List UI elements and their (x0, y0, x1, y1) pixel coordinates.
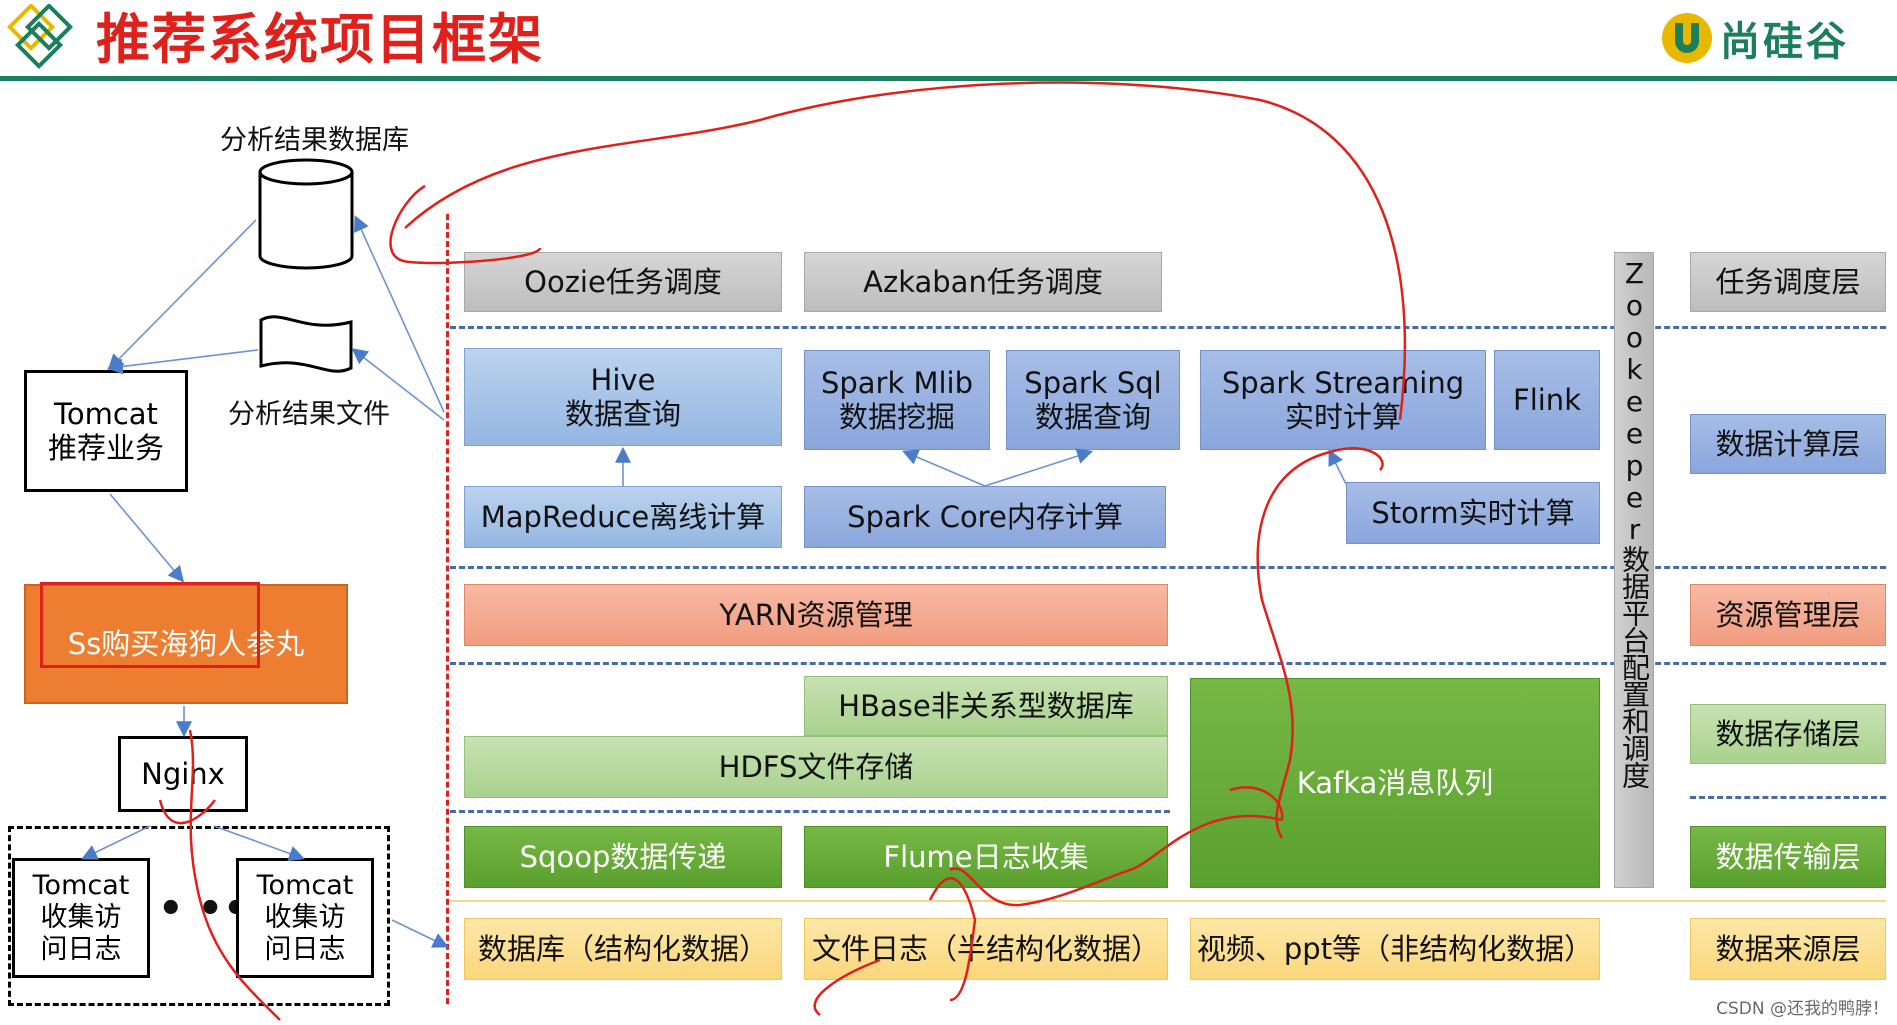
source-filelog-box: 文件日志（半结构化数据） (804, 918, 1168, 980)
layer-label-compute: 数据计算层 (1690, 414, 1886, 474)
yarn-box: YARN资源管理 (464, 584, 1168, 646)
header-logo (4, 2, 84, 76)
hdfs-box: HDFS文件存储 (464, 736, 1168, 798)
source-db-box: 数据库（结构化数据） (464, 918, 782, 980)
layer-label-source: 数据来源层 (1690, 918, 1886, 980)
file-label: 分析结果文件 (228, 399, 390, 430)
flink-box: Flink (1494, 350, 1600, 450)
source-video-box: 视频、ppt等（非结构化数据） (1190, 918, 1600, 980)
orange-app-box: Ss购买海狗人参丸 (24, 584, 348, 704)
brand-name: 尚硅谷 (1720, 19, 1849, 65)
red-divider (446, 214, 449, 1004)
azkaban-box: Azkaban任务调度 (804, 252, 1162, 312)
layer-label-transport: 数据传输层 (1690, 826, 1886, 888)
brand-logo: 尚硅谷 (1660, 10, 1849, 66)
tomcat-recommend-box: Tomcat 推荐业务 (24, 370, 188, 492)
oozie-box: Oozie任务调度 (464, 252, 782, 312)
kafka-box: Kafka消息队列 (1190, 678, 1600, 888)
diamond-logo-icon (6, 2, 74, 70)
hbase-box: HBase非关系型数据库 (804, 676, 1168, 736)
layer-separator-2 (450, 566, 1886, 569)
spark-sql-box: Spark Sql 数据查询 (1006, 350, 1180, 450)
layer-separator-3 (450, 662, 1886, 665)
layer-separator-1 (450, 326, 1886, 329)
layer-label-storage: 数据存储层 (1690, 704, 1886, 764)
database-icon (258, 158, 354, 270)
layer-separator-4 (450, 810, 1170, 813)
flume-box: Flume日志收集 (804, 826, 1168, 888)
zookeeper-column: Zookeeper数据平台配置和调度 (1614, 252, 1654, 888)
tomcat-log-box-2: Tomcat 收集访 问日志 (236, 858, 374, 978)
layer-separator-6 (450, 900, 1886, 902)
storm-box: Storm实时计算 (1346, 482, 1600, 544)
layer-label-scheduling: 任务调度层 (1690, 252, 1886, 312)
db-label: 分析结果数据库 (220, 125, 409, 156)
hive-box: Hive 数据查询 (464, 348, 782, 446)
watermark: CSDN @还我的鸭脖！ (1716, 999, 1889, 1019)
page-title: 推荐系统项目框架 (96, 8, 544, 71)
mapreduce-box: MapReduce离线计算 (464, 486, 782, 548)
red-annotation-rect (40, 582, 260, 668)
file-icon (259, 315, 353, 373)
orange-box-label: Ss购买海狗人参丸 (67, 627, 305, 661)
nginx-box: Nginx (118, 736, 248, 812)
spark-mlib-box: Spark Mlib 数据挖掘 (804, 350, 990, 450)
zookeeper-label: Zookeeper数据平台配置和调度 (1618, 257, 1651, 788)
header-rule (0, 76, 1897, 81)
sqoop-box: Sqoop数据传递 (464, 826, 782, 888)
brand-u-icon (1662, 13, 1712, 63)
tomcat-log-box-1: Tomcat 收集访 问日志 (12, 858, 150, 978)
layer-label-resource: 资源管理层 (1690, 584, 1886, 646)
spark-streaming-box: Spark Streaming 实时计算 (1200, 350, 1486, 450)
layer-separator-5 (1690, 796, 1886, 799)
spark-core-box: Spark Core内存计算 (804, 486, 1166, 548)
